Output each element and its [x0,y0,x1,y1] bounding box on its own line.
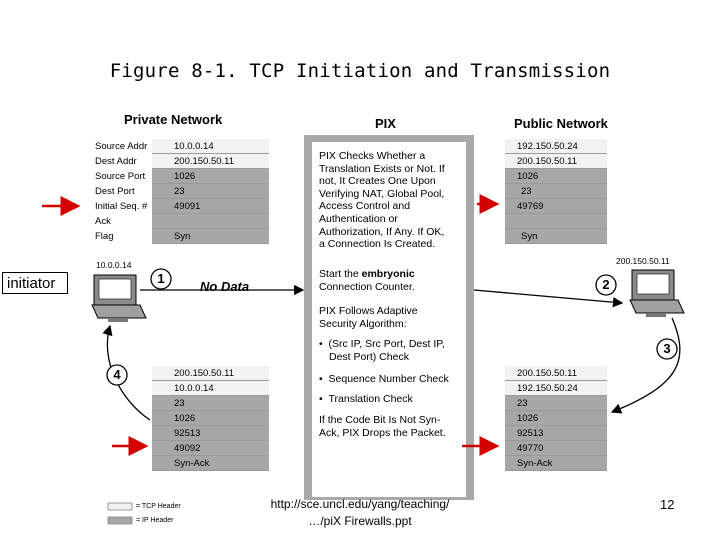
source-link-line: http://sce.uncl.edu/yang/teaching/ [250,496,470,513]
no-data-label: No Data [200,279,249,294]
legend-ip-swatch [108,517,132,524]
initiator-callout: initiator [2,272,68,294]
source-link-line: …/piX Firewalls.ppt [250,513,470,530]
public-host-computer-icon [630,270,684,317]
private-host-ip: 10.0.0.14 [96,260,131,270]
step1-label: 1 [155,271,167,286]
public-host-ip: 200.150.50.11 [616,256,670,266]
page-number: 12 [660,497,674,512]
legend-tcp-swatch [108,503,132,510]
step4-label: 4 [111,367,123,382]
source-link[interactable]: http://sce.uncl.edu/yang/teaching/ …/piX… [250,496,470,530]
step3-label: 3 [661,341,673,356]
legend-tcp-label: = TCP Header [136,503,181,510]
private-host-computer-icon [92,275,146,322]
step2-label: 2 [600,277,612,292]
step3-arrow [612,318,680,412]
legend-ip-label: = IP Header [136,517,173,524]
